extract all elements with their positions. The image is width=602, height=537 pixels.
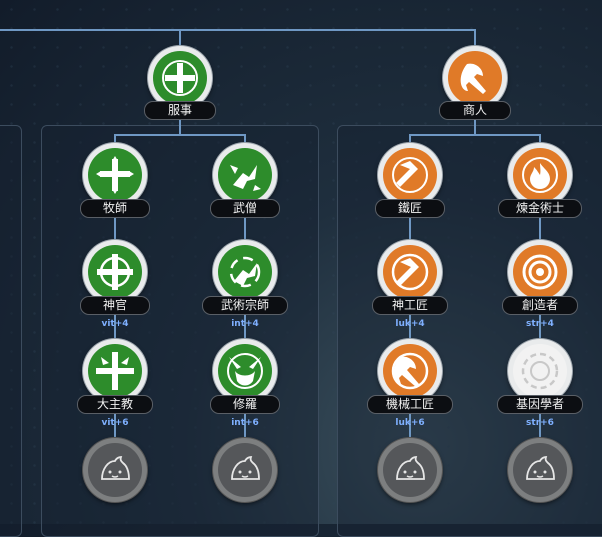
locked-node-priest-line[interactable] <box>83 438 147 502</box>
hammer-icon <box>392 157 428 193</box>
locked-node-blacksmith-line[interactable] <box>378 438 442 502</box>
divine-cross-icon <box>97 254 133 290</box>
whitesmith-node[interactable] <box>378 240 442 304</box>
demon-mask-icon <box>227 353 263 389</box>
poring-icon <box>101 456 130 480</box>
blacksmith-label: 鐵匠 <box>375 199 445 218</box>
spiral-icon <box>522 254 558 290</box>
priest-node[interactable] <box>83 143 147 207</box>
mechanic-node[interactable] <box>378 339 442 403</box>
whitesmith-stat: luk+4 <box>395 319 425 329</box>
genetic-stat: str+6 <box>526 418 554 428</box>
whitesmith-label: 神工匠 <box>372 296 448 315</box>
archbishop-label: 大主教 <box>77 395 153 414</box>
sura-stat: int+6 <box>231 418 259 428</box>
winged-cross-icon <box>96 352 134 390</box>
monk-label: 武僧 <box>210 199 280 218</box>
connector-merchant-down <box>474 118 476 135</box>
high-priest-stat: vit+4 <box>101 319 129 329</box>
archbishop-stat: vit+6 <box>101 418 129 428</box>
champion-label: 武術宗師 <box>202 296 288 315</box>
champion-node[interactable] <box>213 240 277 304</box>
mech-axe-icon <box>391 352 429 390</box>
high-priest-node[interactable] <box>83 240 147 304</box>
connector-acolyte-split <box>114 134 246 136</box>
connector-acolyte-up <box>179 29 181 49</box>
acolyte-node[interactable] <box>148 46 212 110</box>
sura-label: 修羅 <box>210 395 280 414</box>
locked-node-alchemist-line[interactable] <box>508 438 572 502</box>
connector-merchant-up <box>474 29 476 49</box>
axe-icon <box>460 63 486 94</box>
combo-fist-icon <box>229 256 261 288</box>
connector-acolyte-down <box>179 118 181 135</box>
poring-icon <box>231 456 260 480</box>
merchant-node[interactable] <box>443 46 507 110</box>
top-connector <box>0 29 476 31</box>
mechanic-label: 機械工匠 <box>367 395 453 414</box>
sura-node[interactable] <box>213 339 277 403</box>
forge-hammer-icon <box>391 253 429 291</box>
locked-node-monk-line[interactable] <box>213 438 277 502</box>
acolyte-label: 服事 <box>144 101 216 120</box>
poring-icon <box>526 456 555 480</box>
champion-stat: int+4 <box>231 319 259 329</box>
genetic-label: 基因學者 <box>497 395 583 414</box>
monk-node[interactable] <box>213 143 277 207</box>
dna-icon <box>521 352 559 390</box>
creator-label: 創造者 <box>502 296 578 315</box>
connector-merchant-split <box>409 134 541 136</box>
priest-label: 牧師 <box>80 199 150 218</box>
creator-stat: str+4 <box>526 319 554 329</box>
flame-icon <box>522 157 558 193</box>
creator-node[interactable] <box>508 240 572 304</box>
high-priest-label: 神官 <box>80 296 150 315</box>
mechanic-stat: luk+6 <box>395 418 425 428</box>
holy-cross-icon <box>96 156 134 194</box>
merchant-label: 商人 <box>439 101 511 120</box>
fist-icon <box>230 165 261 191</box>
blacksmith-node[interactable] <box>378 143 442 207</box>
left-edge-panel <box>0 125 22 537</box>
cross-icon <box>162 60 198 96</box>
poring-icon <box>396 456 425 480</box>
genetic-node[interactable] <box>508 339 572 403</box>
archbishop-node[interactable] <box>83 339 147 403</box>
alchemist-label: 煉金術士 <box>498 199 582 218</box>
alchemist-node[interactable] <box>508 143 572 207</box>
